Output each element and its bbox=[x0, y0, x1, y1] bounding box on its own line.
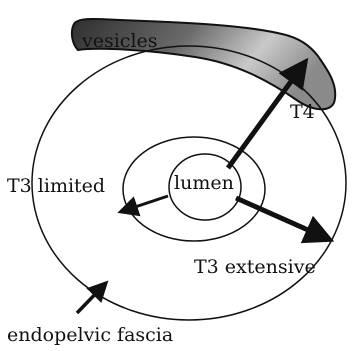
t3-limited-label: T3 limited bbox=[7, 175, 105, 197]
endopelvic-fascia-label: endopelvic fascia bbox=[7, 324, 173, 346]
t3-extensive-arrow bbox=[236, 198, 326, 238]
vesicles-label: vesicles bbox=[81, 30, 158, 52]
t4-label: T4 bbox=[290, 101, 315, 123]
lumen-label: lumen bbox=[174, 172, 234, 194]
t3-extensive-label: T3 extensive bbox=[194, 256, 316, 278]
t3-limited-arrow bbox=[123, 196, 168, 211]
